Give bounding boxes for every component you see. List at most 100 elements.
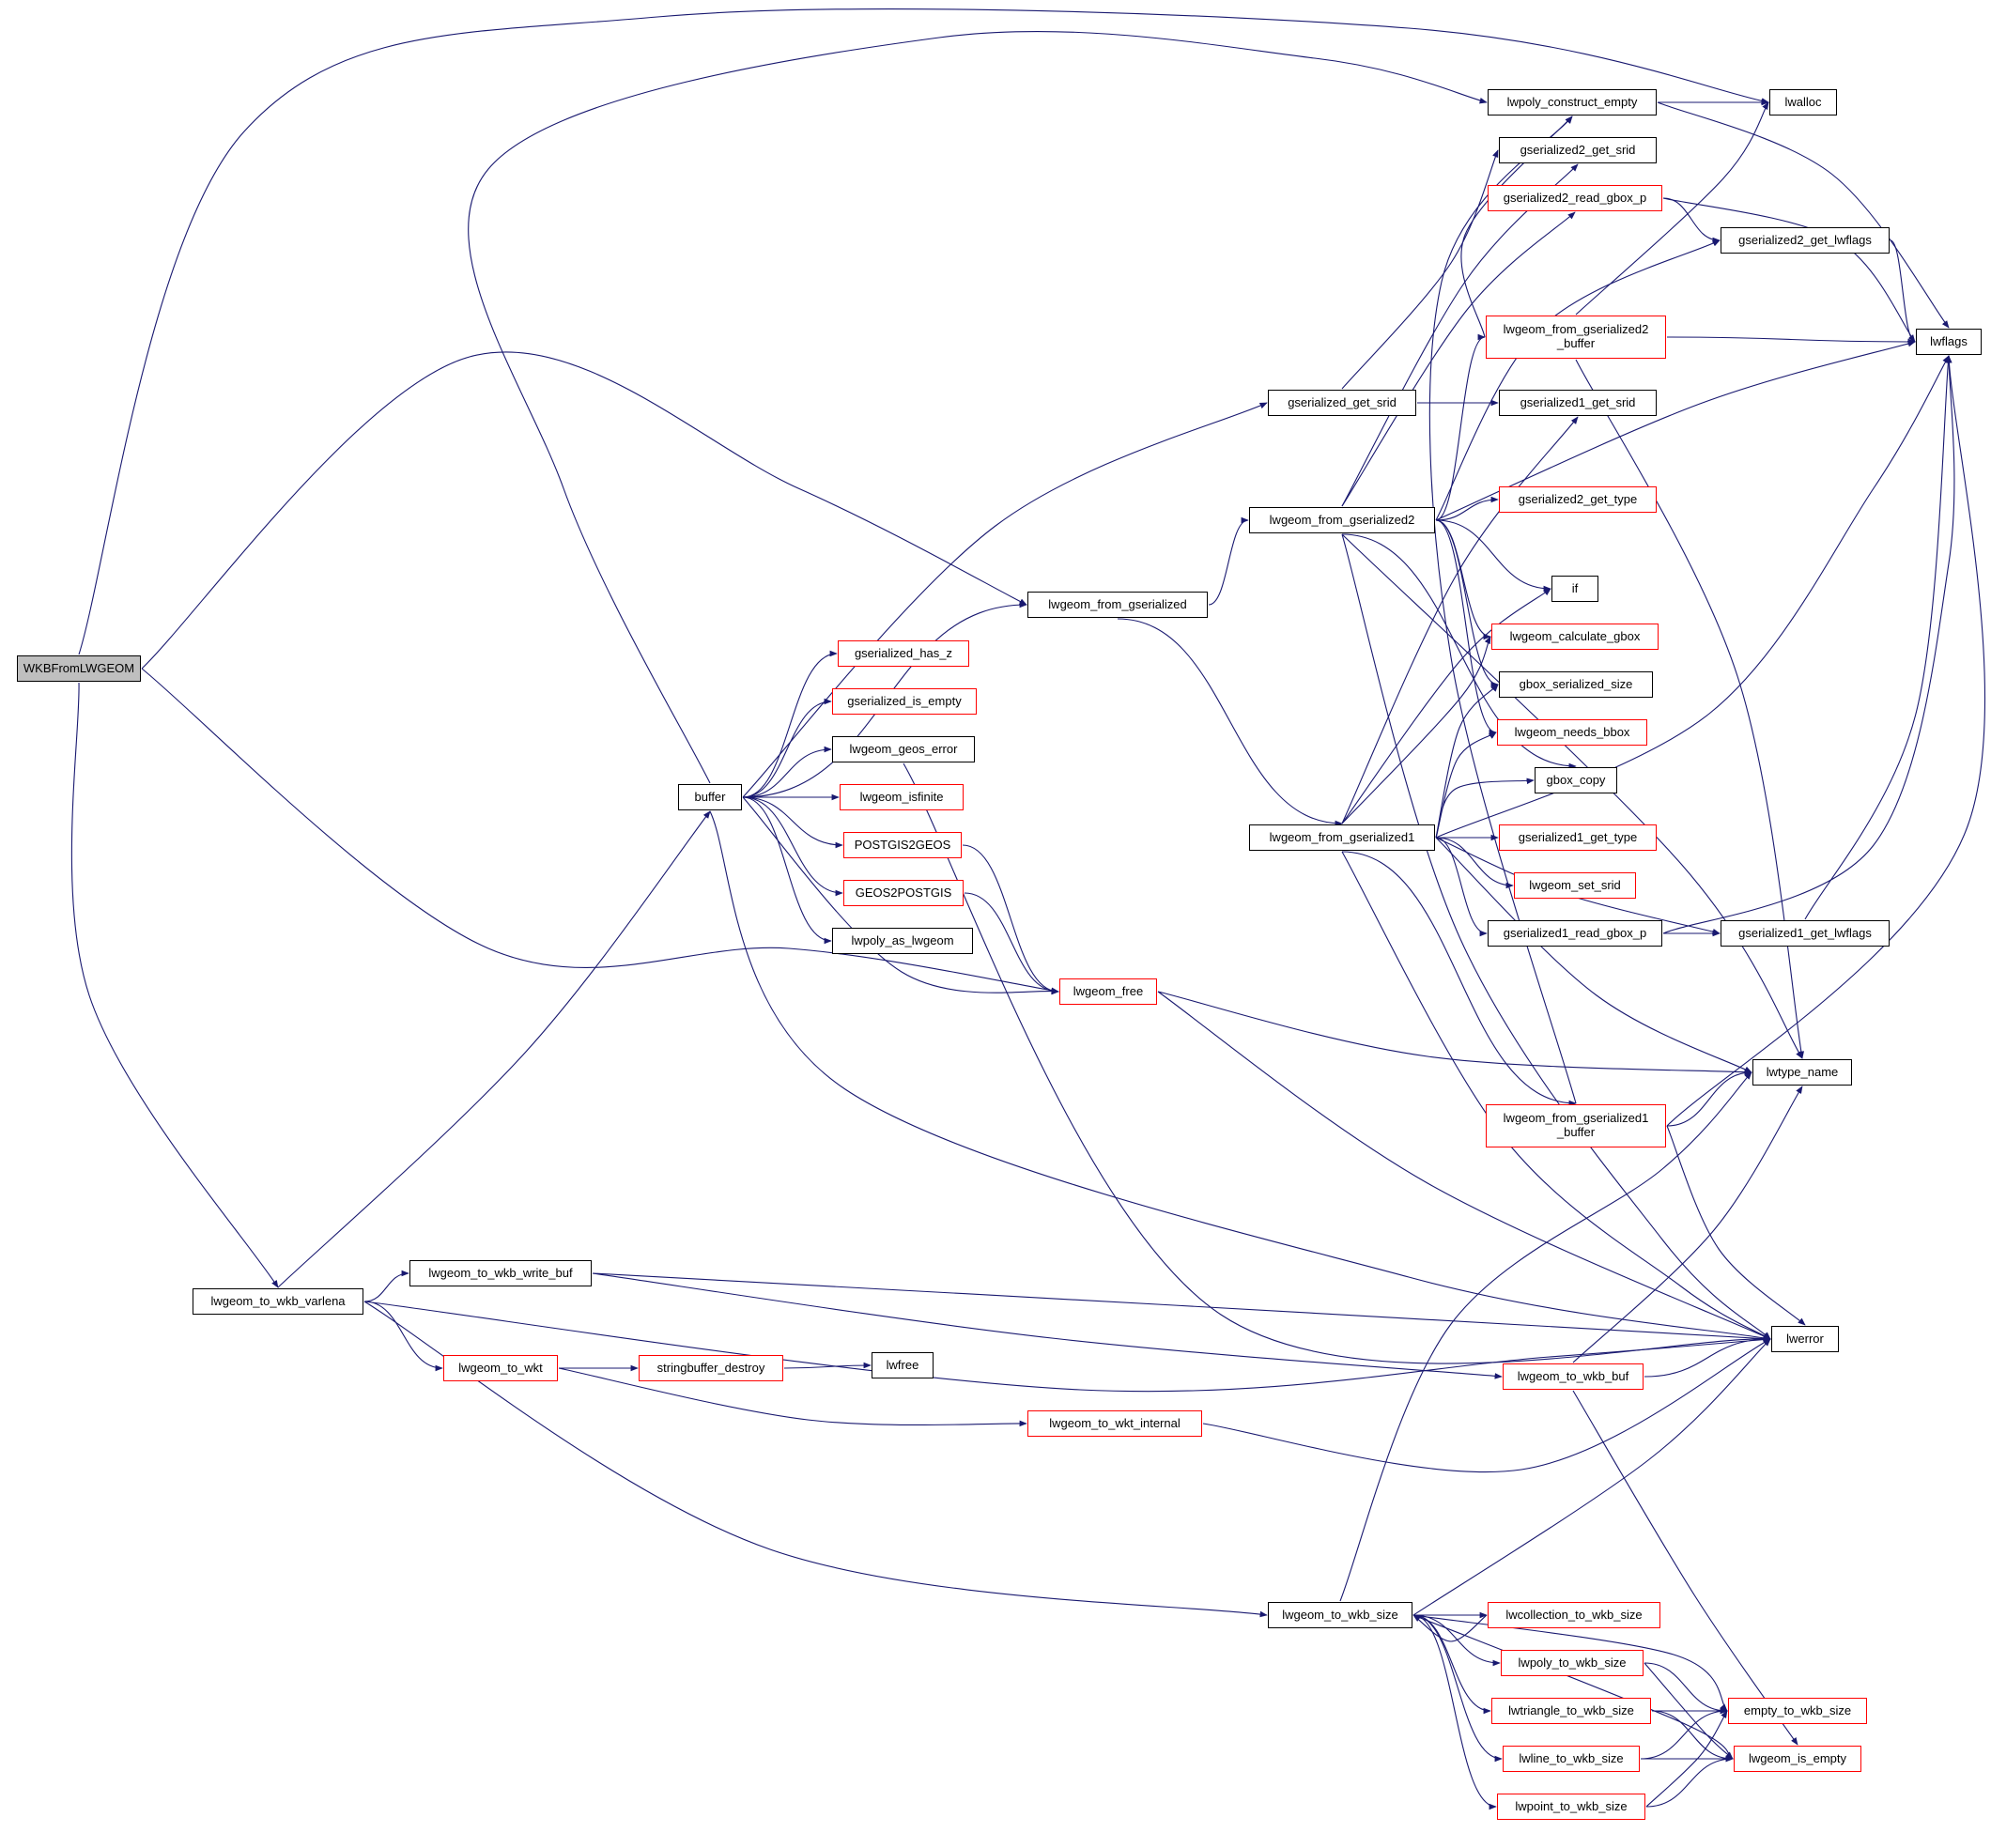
edge-buffer-to-POSTGIS2GEOS xyxy=(742,796,843,849)
graph-node-if_node[interactable]: if xyxy=(1551,576,1598,602)
edge-lwgeom_from_gserialized2-to-gbox_copy xyxy=(1341,533,1577,770)
edge-lwgeom_from_gserialized1-to-lwgeom_calculate_gbox xyxy=(1341,636,1491,824)
graph-node-lwgeom_to_wkt[interactable]: lwgeom_to_wkt xyxy=(443,1355,558,1381)
graph-node-lwerror[interactable]: lwerror xyxy=(1771,1326,1839,1352)
graph-node-gserialized1_get_lwflags[interactable]: gserialized1_get_lwflags xyxy=(1721,920,1890,947)
edge-lwpoint_to_wkb_size-to-lwgeom_is_empty xyxy=(1645,1755,1734,1808)
edge-lwgeom_from_gserialized1-to-gserialized1_get_srid xyxy=(1341,416,1579,824)
edge-lwgeom_from_gserialized1_buffer-to-lwtype_name xyxy=(1666,1069,1752,1127)
edge-wkbfromlwgeom-to-lwgeom_to_wkb_varlena xyxy=(70,682,279,1288)
graph-node-lwtriangle_to_wkb_size[interactable]: lwtriangle_to_wkb_size xyxy=(1491,1698,1651,1724)
graph-node-GEOS2POSTGIS[interactable]: GEOS2POSTGIS xyxy=(843,880,964,906)
edge-buffer-to-lwpoly_as_lwgeom xyxy=(742,796,832,945)
edge-lwgeom_from_gserialized2-to-lwgeom_calculate_gbox xyxy=(1435,519,1491,640)
edge-buffer-to-gserialized_has_z xyxy=(742,650,838,798)
edge-lwgeom_to_wkb_size-to-empty_to_wkb_size xyxy=(1412,1614,1728,1712)
edge-lwpoint_to_wkb_size-to-empty_to_wkb_size xyxy=(1645,1710,1728,1808)
edge-lwgeom_from_gserialized2-to-gserialized2_get_lwflags xyxy=(1435,239,1721,521)
graph-node-lwgeom_from_gserialized2[interactable]: lwgeom_from_gserialized2 xyxy=(1249,507,1435,533)
graph-node-lwgeom_calculate_gbox[interactable]: lwgeom_calculate_gbox xyxy=(1491,624,1659,650)
graph-node-gserialized1_get_srid[interactable]: gserialized1_get_srid xyxy=(1499,390,1657,416)
graph-node-lwpoly_as_lwgeom[interactable]: lwpoly_as_lwgeom xyxy=(832,928,973,954)
graph-node-lwgeom_to_wkb_varlena[interactable]: lwgeom_to_wkb_varlena xyxy=(193,1288,363,1315)
graph-node-gbox_copy[interactable]: gbox_copy xyxy=(1535,767,1617,793)
graph-node-lwpoly_construct_empty[interactable]: lwpoly_construct_empty xyxy=(1488,89,1657,116)
graph-node-gserialized_is_empty[interactable]: gserialized_is_empty xyxy=(832,688,977,715)
graph-node-lwgeom_is_empty[interactable]: lwgeom_is_empty xyxy=(1734,1746,1861,1772)
graph-node-gserialized_has_z[interactable]: gserialized_has_z xyxy=(838,640,969,667)
graph-node-empty_to_wkb_size[interactable]: empty_to_wkb_size xyxy=(1728,1698,1867,1724)
edge-lwgeom_from_gserialized1-to-gserialized1_read_gbox_p xyxy=(1435,837,1488,937)
graph-node-lwalloc[interactable]: lwalloc xyxy=(1769,89,1837,116)
edge-lwgeom_from_gserialized1-to-lwgeom_set_srid xyxy=(1435,837,1514,889)
graph-node-lwpoint_to_wkb_size[interactable]: lwpoint_to_wkb_size xyxy=(1497,1794,1645,1820)
edge-buffer-to-gserialized_is_empty xyxy=(742,698,832,798)
graph-node-lwgeom_to_wkb_buf[interactable]: lwgeom_to_wkb_buf xyxy=(1503,1363,1644,1390)
edge-lwgeom_to_wkb_varlena-to-lwgeom_to_wkb_write_buf xyxy=(363,1270,409,1302)
graph-node-gbox_serialized_size[interactable]: gbox_serialized_size xyxy=(1499,671,1653,698)
graph-node-lwgeom_isfinite[interactable]: lwgeom_isfinite xyxy=(840,784,964,810)
graph-node-lwgeom_free[interactable]: lwgeom_free xyxy=(1059,978,1157,1005)
edge-lwgeom_from_gserialized2_buffer-to-lwflags xyxy=(1666,336,1916,346)
graph-node-lwline_to_wkb_size[interactable]: lwline_to_wkb_size xyxy=(1503,1746,1640,1772)
graph-node-lwgeom_to_wkt_internal[interactable]: lwgeom_to_wkt_internal xyxy=(1027,1410,1202,1437)
edge-buffer-to-gserialized_get_srid xyxy=(742,402,1268,798)
edge-lwcollection_to_wkb_size-to-lwgeom_to_wkb_size xyxy=(1412,1614,1488,1642)
edge-lwline_to_wkb_size-to-empty_to_wkb_size xyxy=(1640,1707,1728,1760)
edge-lwgeom_to_wkt_internal-to-lwerror xyxy=(1202,1338,1771,1473)
edge-lwpoly_construct_empty-to-lwflags xyxy=(1657,101,1950,329)
edge-lwtriangle_to_wkb_size-to-lwgeom_is_empty xyxy=(1651,1710,1734,1763)
edge-wkbfromlwgeom-to-lwgeom_from_gserialized xyxy=(141,351,1027,670)
edge-lwgeom_from_gserialized1-to-gbox_copy xyxy=(1435,778,1535,839)
edge-lwgeom_free-to-lwtype_name xyxy=(1157,991,1752,1075)
graph-node-gserialized_get_srid[interactable]: gserialized_get_srid xyxy=(1268,390,1416,416)
graph-node-lwflags[interactable]: lwflags xyxy=(1916,329,1982,355)
graph-node-POSTGIS2GEOS[interactable]: POSTGIS2GEOS xyxy=(843,832,962,858)
graph-node-lwgeom_from_gserialized1[interactable]: lwgeom_from_gserialized1 xyxy=(1249,824,1435,851)
edge-lwgeom_to_wkb_varlena-to-lwgeom_to_wkb_size xyxy=(363,1301,1268,1618)
edge-lwgeom_from_gserialized2_buffer-to-lwalloc xyxy=(1575,101,1769,316)
edge-lwpoly_to_wkb_size-to-lwgeom_is_empty xyxy=(1644,1662,1734,1760)
edge-lwgeom_from_gserialized2-to-lwtype_name xyxy=(1341,533,1803,1059)
graph-node-buffer[interactable]: buffer xyxy=(678,784,742,810)
graph-node-lwgeom_from_gserialized[interactable]: lwgeom_from_gserialized xyxy=(1027,592,1208,618)
edge-gserialized1_read_gbox_p-to-lwflags xyxy=(1662,355,1955,934)
graph-node-lwcollection_to_wkb_size[interactable]: lwcollection_to_wkb_size xyxy=(1488,1602,1660,1628)
graph-node-lwgeom_set_srid[interactable]: lwgeom_set_srid xyxy=(1514,872,1636,899)
graph-node-lwgeom_from_gserialized1_buffer[interactable]: lwgeom_from_gserialized1 _buffer xyxy=(1486,1104,1666,1147)
edge-lwgeom_from_gserialized1-to-gbox_serialized_size xyxy=(1435,684,1499,839)
edge-lwgeom_from_gserialized1-to-lwflags xyxy=(1435,355,1950,839)
edge-lwgeom_from_gserialized1-to-if_node xyxy=(1341,588,1551,824)
graph-node-gserialized2_get_lwflags[interactable]: gserialized2_get_lwflags xyxy=(1721,227,1890,254)
edge-lwgeom_to_wkb_size-to-lwline_to_wkb_size xyxy=(1412,1614,1503,1763)
graph-node-lwgeom_geos_error[interactable]: lwgeom_geos_error xyxy=(832,736,975,762)
graph-node-lwgeom_from_gserialized2_buffer[interactable]: lwgeom_from_gserialized2 _buffer xyxy=(1486,316,1666,359)
edge-lwgeom_from_gserialized2-to-lwerror xyxy=(1341,533,1771,1340)
edge-POSTGIS2GEOS-to-lwgeom_free xyxy=(962,844,1059,995)
graph-node-lwpoly_to_wkb_size[interactable]: lwpoly_to_wkb_size xyxy=(1501,1650,1644,1676)
graph-node-wkbfromlwgeom: WKBFromLWGEOM xyxy=(17,655,141,682)
graph-node-gserialized1_read_gbox_p[interactable]: gserialized1_read_gbox_p xyxy=(1488,920,1662,947)
graph-node-lwgeom_needs_bbox[interactable]: lwgeom_needs_bbox xyxy=(1497,719,1647,746)
edge-lwgeom_from_gserialized1_buffer-to-lwflags xyxy=(1666,355,1986,1127)
edge-lwgeom_to_wkb_write_buf-to-lwgeom_to_wkb_buf xyxy=(592,1272,1503,1379)
graph-node-lwgeom_to_wkb_write_buf[interactable]: lwgeom_to_wkb_write_buf xyxy=(409,1260,592,1286)
edge-buffer-to-GEOS2POSTGIS xyxy=(742,796,843,897)
edge-lwgeom_to_wkt-to-lwgeom_to_wkt_internal xyxy=(558,1367,1027,1427)
graph-node-stringbuffer_destroy[interactable]: stringbuffer_destroy xyxy=(639,1355,783,1381)
edge-lwgeom_from_gserialized2-to-lwflags xyxy=(1435,340,1916,521)
edge-lwgeom_from_gserialized-to-lwgeom_from_gserialized2 xyxy=(1208,516,1249,606)
edge-lwgeom_to_wkb_size-to-lwtype_name xyxy=(1339,1071,1752,1602)
graph-node-gserialized1_get_type[interactable]: gserialized1_get_type xyxy=(1499,824,1657,851)
graph-node-gserialized2_get_srid[interactable]: gserialized2_get_srid xyxy=(1499,137,1657,163)
edge-gserialized2_get_lwflags-to-lwflags xyxy=(1890,239,1916,346)
graph-node-lwgeom_to_wkb_size[interactable]: lwgeom_to_wkb_size xyxy=(1268,1602,1412,1628)
edge-lwgeom_from_gserialized2-to-lwgeom_needs_bbox xyxy=(1435,519,1497,736)
graph-node-lwtype_name[interactable]: lwtype_name xyxy=(1752,1059,1852,1086)
graph-node-gserialized2_read_gbox_p[interactable]: gserialized2_read_gbox_p xyxy=(1488,185,1662,211)
edge-lwgeom_to_wkb_buf-to-lwtype_name xyxy=(1572,1086,1803,1363)
graph-node-lwfree[interactable]: lwfree xyxy=(872,1352,934,1378)
graph-node-gserialized2_get_type[interactable]: gserialized2_get_type xyxy=(1499,486,1657,513)
